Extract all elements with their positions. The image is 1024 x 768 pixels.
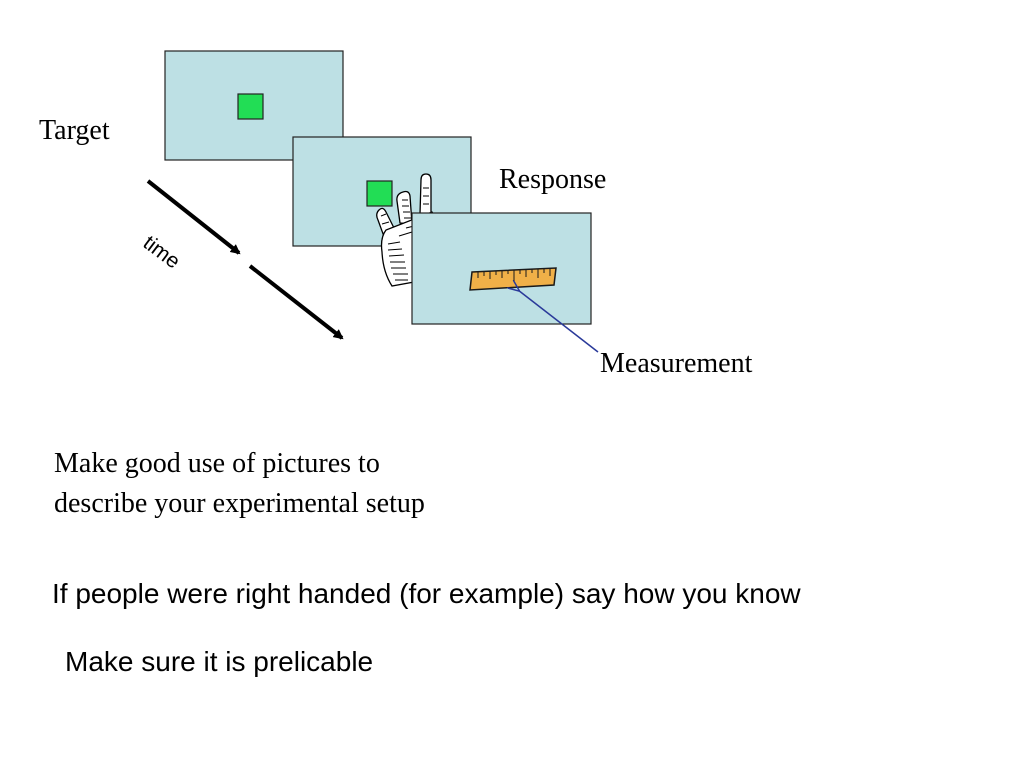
response-label: Response <box>499 164 607 195</box>
response-target-square-icon <box>366 180 393 207</box>
time-arrow-upper <box>146 179 241 255</box>
measurement-label: Measurement <box>600 348 753 379</box>
time-arrow-lower <box>248 264 344 340</box>
right-handed-note: If people were right handed (for example… <box>52 578 801 609</box>
target-square-icon <box>237 93 264 120</box>
measurement-screen <box>411 212 592 325</box>
pictures-note: Make good use of pictures to describe yo… <box>54 444 425 524</box>
ruler-icon <box>469 267 557 291</box>
pictures-note-line-1: Make good use of pictures to <box>54 448 380 479</box>
measurement-pointer-arrow <box>518 290 599 353</box>
replicable-note: Make sure it is prelicable <box>65 646 374 677</box>
target-label: Target <box>39 115 110 146</box>
pictures-note-line-2: describe your experimental setup <box>54 488 425 519</box>
